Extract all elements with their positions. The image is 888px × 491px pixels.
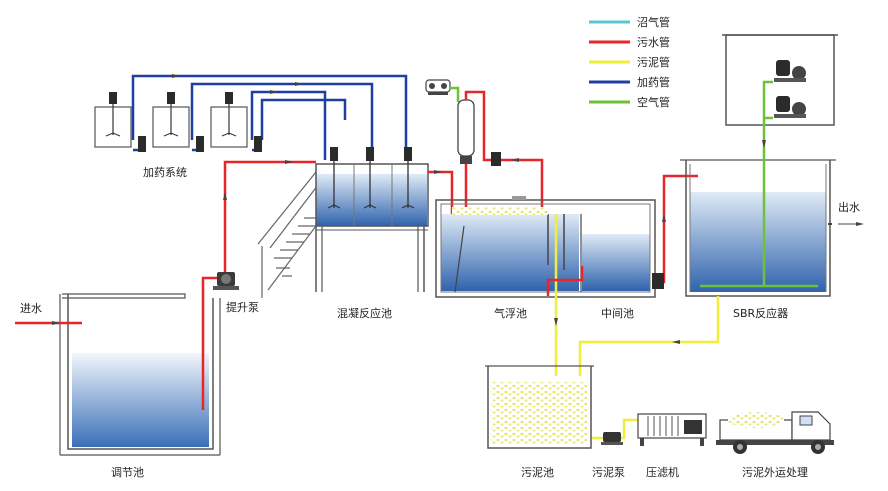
filter-press-label: 压滤机 <box>646 465 679 479</box>
sludge-tank-label: 污泥池 <box>521 466 554 479</box>
dosing-pump-3 <box>254 136 262 152</box>
sewage-pipe-lift <box>201 276 218 410</box>
regulating-tank-label: 调节池 <box>111 466 144 479</box>
recycle-pump <box>491 152 501 166</box>
sludge-pump <box>601 432 623 445</box>
air-pipe-compressor <box>450 86 460 102</box>
dosing-system-label: 加药系统 <box>143 166 187 179</box>
flotation-tank: 气浮池 中间池 <box>435 196 656 320</box>
legend-label-biogas: 沼气管 <box>637 15 670 29</box>
filter-press <box>637 413 707 446</box>
blower-house <box>722 34 838 126</box>
legend-label-sludge: 污泥管 <box>637 55 670 69</box>
inlet-label: 进水 <box>20 302 42 315</box>
sewage-pipe-inter <box>546 266 584 296</box>
air-pipe-sbr <box>700 80 818 288</box>
sludge-pipe-press <box>592 418 640 440</box>
legend-label-air: 空气管 <box>637 95 670 109</box>
dissolved-air-vessel <box>457 99 475 164</box>
sbr-reactor: SBR反应器 <box>680 159 836 320</box>
sludge-tank: 污泥池 <box>485 365 594 479</box>
outlet-label: 出水 <box>838 200 860 214</box>
flotation-tank-label: 气浮池 <box>494 306 527 320</box>
dosing-tank-3 <box>210 92 248 148</box>
sludge-pump-label: 污泥泵 <box>592 466 625 479</box>
dosing-tank-2 <box>152 92 190 148</box>
sludge-pipe-sbr <box>578 296 720 376</box>
sludge-transport-label: 污泥外运处理 <box>742 466 808 479</box>
dosing-pump-1 <box>138 136 146 152</box>
sludge-truck <box>716 411 834 454</box>
lift-pump-label: 提升泵 <box>226 301 259 314</box>
stairs <box>257 171 319 298</box>
dosing-pump-2 <box>196 136 204 152</box>
legend-label-dosing: 加药管 <box>637 75 670 89</box>
blower-1 <box>774 60 806 82</box>
regulating-tank: 调节池 <box>59 293 221 479</box>
dosing-system: 加药系统 <box>94 74 408 179</box>
coagulation-tank: 混凝反应池 <box>315 147 429 320</box>
sbr-label: SBR反应器 <box>733 306 788 320</box>
legend-label-sewage: 污水管 <box>637 35 670 49</box>
sewage-pipe-vessel-top <box>464 90 492 162</box>
lift-pump <box>213 272 239 290</box>
sewage-pipe-to-coag <box>223 160 316 275</box>
coagulation-tank-label: 混凝反应池 <box>337 306 392 320</box>
air-compressor <box>425 79 451 95</box>
legend: 沼气管 污水管 污泥管 加药管 空气管 <box>589 15 670 109</box>
intermediate-pump <box>652 273 664 289</box>
blower-2 <box>774 96 806 118</box>
dosing-tank-1 <box>94 92 132 148</box>
intermediate-tank-label: 中间池 <box>601 307 634 320</box>
